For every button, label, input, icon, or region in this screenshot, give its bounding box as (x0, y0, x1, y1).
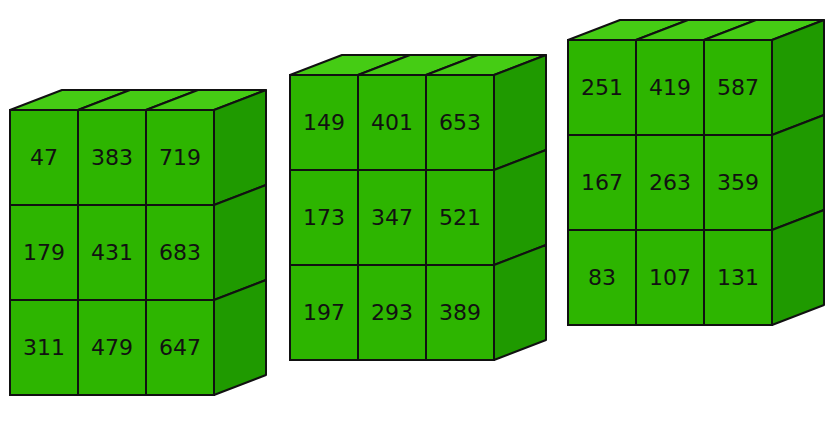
cell-number: 683 (159, 242, 201, 264)
cell-number: 389 (439, 302, 481, 324)
cube-face: 167 (567, 134, 637, 231)
cube-face: 347 (357, 169, 427, 266)
cube-face: 107 (635, 229, 705, 326)
cell-number: 647 (159, 337, 201, 359)
cell-number: 179 (23, 242, 65, 264)
cell-number: 521 (439, 207, 481, 229)
cell-number: 419 (649, 77, 691, 99)
cell-number: 311 (23, 337, 65, 359)
cube-face: 251 (567, 39, 637, 136)
cube-face: 653 (425, 74, 495, 171)
cube-face: 263 (635, 134, 705, 231)
cube-face: 47 (9, 109, 79, 206)
cube-face: 311 (9, 299, 79, 396)
cell-number: 173 (303, 207, 345, 229)
cell-number: 587 (717, 77, 759, 99)
cube-face: 647 (145, 299, 215, 396)
cube-face: 419 (635, 39, 705, 136)
cube-face: 431 (77, 204, 147, 301)
cell-number: 131 (717, 267, 759, 289)
cell-number: 167 (581, 172, 623, 194)
cell-number: 149 (303, 112, 345, 134)
cell-number: 359 (717, 172, 759, 194)
cube-face: 131 (703, 229, 773, 326)
cube-face: 719 (145, 109, 215, 206)
cell-number: 83 (588, 267, 616, 289)
cell-number: 383 (91, 147, 133, 169)
cell-number: 251 (581, 77, 623, 99)
cube-face: 479 (77, 299, 147, 396)
cube-face: 359 (703, 134, 773, 231)
cell-number: 107 (649, 267, 691, 289)
cell-number: 293 (371, 302, 413, 324)
cell-number: 719 (159, 147, 201, 169)
cell-number: 263 (649, 172, 691, 194)
cube-face: 401 (357, 74, 427, 171)
cube-face: 389 (425, 264, 495, 361)
cube-face: 173 (289, 169, 359, 266)
cube-face: 197 (289, 264, 359, 361)
cell-number: 197 (303, 302, 345, 324)
cube-face: 293 (357, 264, 427, 361)
cube-face: 83 (567, 229, 637, 326)
cube-face: 587 (703, 39, 773, 136)
cube-face: 521 (425, 169, 495, 266)
cell-number: 653 (439, 112, 481, 134)
cell-number: 431 (91, 242, 133, 264)
cell-number: 479 (91, 337, 133, 359)
cell-number: 347 (371, 207, 413, 229)
cell-number: 47 (30, 147, 58, 169)
cube-face: 179 (9, 204, 79, 301)
cube-face: 683 (145, 204, 215, 301)
cube-face: 149 (289, 74, 359, 171)
cube-side (214, 20, 824, 395)
cell-number: 401 (371, 112, 413, 134)
cube-face: 383 (77, 109, 147, 206)
